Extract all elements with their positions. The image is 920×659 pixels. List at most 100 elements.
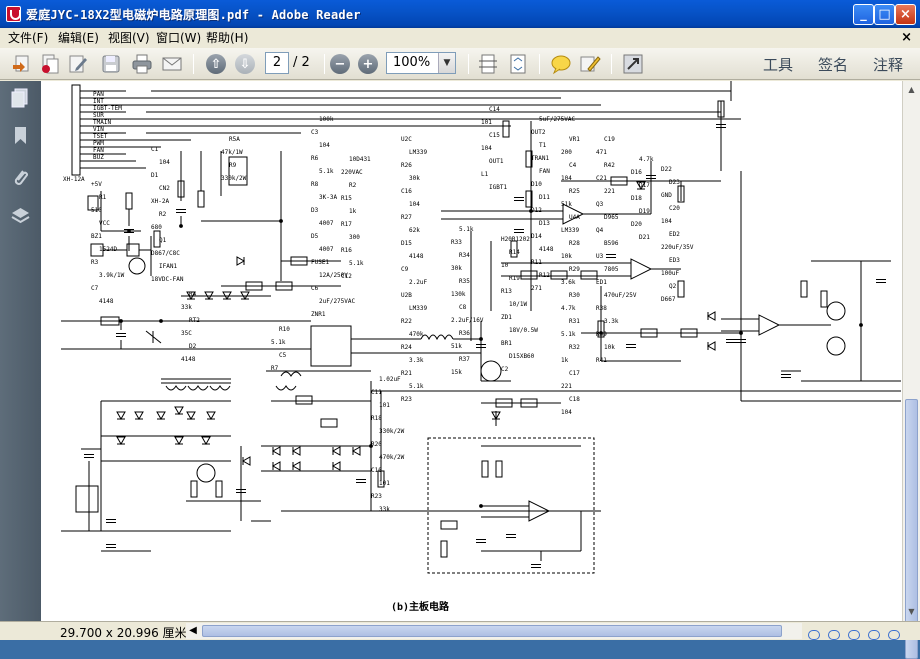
- edit-button[interactable]: [66, 52, 90, 76]
- page-thumbnails-icon[interactable]: [10, 87, 31, 108]
- menu-edit[interactable]: 编辑(E): [58, 31, 99, 45]
- toolbar-separator: [468, 54, 469, 74]
- component-capacitor: [606, 254, 616, 258]
- component-label: R18: [371, 415, 382, 422]
- menu-view[interactable]: 视图(V): [108, 31, 150, 45]
- component-resistor: [197, 190, 205, 208]
- page-size-label: 29.700 x 20.996 厘米: [60, 626, 187, 640]
- fit-page-button[interactable]: [506, 52, 530, 76]
- component-diode: [222, 291, 232, 301]
- add-comment-button[interactable]: [549, 52, 573, 76]
- component-resistor: [245, 281, 263, 291]
- layers-icon[interactable]: [10, 205, 31, 226]
- menu-help[interactable]: 帮助(H): [206, 31, 249, 45]
- page-layout-icon[interactable]: [888, 630, 900, 640]
- email-button[interactable]: [160, 52, 184, 76]
- print-button[interactable]: [130, 52, 154, 76]
- tools-pane-button[interactable]: 工具: [763, 56, 794, 74]
- component-label: LM339: [561, 227, 579, 234]
- save-button[interactable]: [99, 52, 123, 76]
- component-resistor: [320, 418, 338, 428]
- page-layout-icon[interactable]: [808, 630, 820, 640]
- minimize-button[interactable]: _: [853, 4, 874, 25]
- component-resistor: [525, 150, 533, 168]
- adobe-reader-app-icon[interactable]: [6, 6, 21, 22]
- component-label: 1524D: [99, 246, 117, 253]
- component-label: LM339: [409, 305, 427, 312]
- component-resistor: [215, 480, 223, 498]
- component-resistor: [177, 180, 185, 198]
- attachments-paperclip-icon[interactable]: [10, 167, 31, 188]
- page-layout-icon[interactable]: [828, 630, 840, 640]
- component-label: 10D431: [349, 156, 371, 163]
- component-capacitor: [236, 489, 246, 493]
- scroll-left-icon[interactable]: ◀: [189, 625, 197, 636]
- component-thermistor: [228, 156, 248, 186]
- full-screen-button[interactable]: [621, 52, 645, 76]
- component-resistor: [677, 185, 685, 203]
- page-layout-icon[interactable]: [868, 630, 880, 640]
- title-bar[interactable]: 爱庭JYC-18X2型电磁炉电路原理图.pdf - Adobe Reader _…: [0, 0, 920, 28]
- toolbar: ⇧ ⇩ − +: [0, 48, 920, 80]
- bookmarks-icon[interactable]: [10, 125, 31, 146]
- component-fan: [90, 243, 104, 257]
- component-capacitor: [476, 344, 486, 348]
- junction-dot: [479, 337, 483, 341]
- vertical-scrollbar[interactable]: ▲ ▼: [902, 81, 920, 659]
- sign-pane-button[interactable]: 签名: [818, 56, 849, 74]
- zoom-in-button[interactable]: +: [356, 52, 380, 76]
- component-diode: [134, 411, 144, 421]
- component-label: 5uF/275VAC: [539, 116, 576, 123]
- maximize-button[interactable]: □: [874, 4, 895, 25]
- component-label: T1: [539, 142, 547, 149]
- previous-page-button[interactable]: ⇧: [204, 52, 228, 76]
- menu-file[interactable]: 文件(F): [8, 31, 49, 45]
- create-pdf-button[interactable]: [10, 52, 34, 76]
- component-label: C15: [489, 132, 500, 139]
- component-label: 62k: [409, 227, 420, 234]
- connector-pin-label: PAN: [93, 91, 104, 98]
- component-label: 35C: [181, 330, 192, 337]
- next-page-button[interactable]: ⇩: [233, 52, 257, 76]
- page-number-input[interactable]: 2: [265, 52, 289, 74]
- component-label: R26: [401, 162, 412, 169]
- component-label: D10: [531, 181, 542, 188]
- component-label: 4.7k: [639, 156, 654, 163]
- component-label: VR1: [569, 136, 580, 143]
- component-label: 10/1W: [509, 301, 527, 308]
- fit-width-icon: [479, 54, 497, 74]
- horizontal-scrollbar[interactable]: ◀: [186, 623, 802, 639]
- combine-files-button[interactable]: [38, 52, 62, 76]
- chevron-down-icon[interactable]: ▼: [438, 53, 455, 73]
- component-label: D15XB60: [509, 353, 535, 360]
- component-diode: [706, 311, 716, 321]
- component-transformer-winding: [165, 385, 187, 391]
- close-button[interactable]: ×: [895, 4, 916, 25]
- close-icon: ×: [900, 7, 911, 22]
- component-label: ED2: [669, 231, 680, 238]
- scroll-mode-button[interactable]: [476, 52, 500, 76]
- scroll-up-icon[interactable]: ▲: [908, 85, 915, 94]
- page-layout-icon[interactable]: [848, 630, 860, 640]
- component-label: 10: [501, 262, 509, 269]
- vertical-scroll-thumb[interactable]: [905, 399, 918, 659]
- component-label: C2: [501, 366, 509, 373]
- zoom-select[interactable]: 100% ▼: [386, 52, 456, 74]
- component-label: 221: [604, 188, 615, 195]
- component-capacitor: [736, 339, 746, 343]
- menu-window[interactable]: 窗口(W): [156, 31, 202, 45]
- component-diode: [291, 446, 301, 456]
- horizontal-scroll-thumb[interactable]: [202, 625, 782, 637]
- component-label: GND: [661, 192, 672, 199]
- scroll-down-icon[interactable]: ▼: [908, 607, 915, 616]
- zoom-out-button[interactable]: −: [328, 52, 352, 76]
- component-diode: [116, 411, 126, 421]
- highlight-button[interactable]: [578, 52, 602, 76]
- comment-pane-button[interactable]: 注释: [873, 56, 904, 74]
- component-label: U2B: [401, 292, 412, 299]
- junction-dot: [279, 219, 283, 223]
- component-resistor: [295, 395, 313, 405]
- component-label: Q3: [596, 201, 604, 208]
- document-close-button[interactable]: ×: [901, 30, 912, 45]
